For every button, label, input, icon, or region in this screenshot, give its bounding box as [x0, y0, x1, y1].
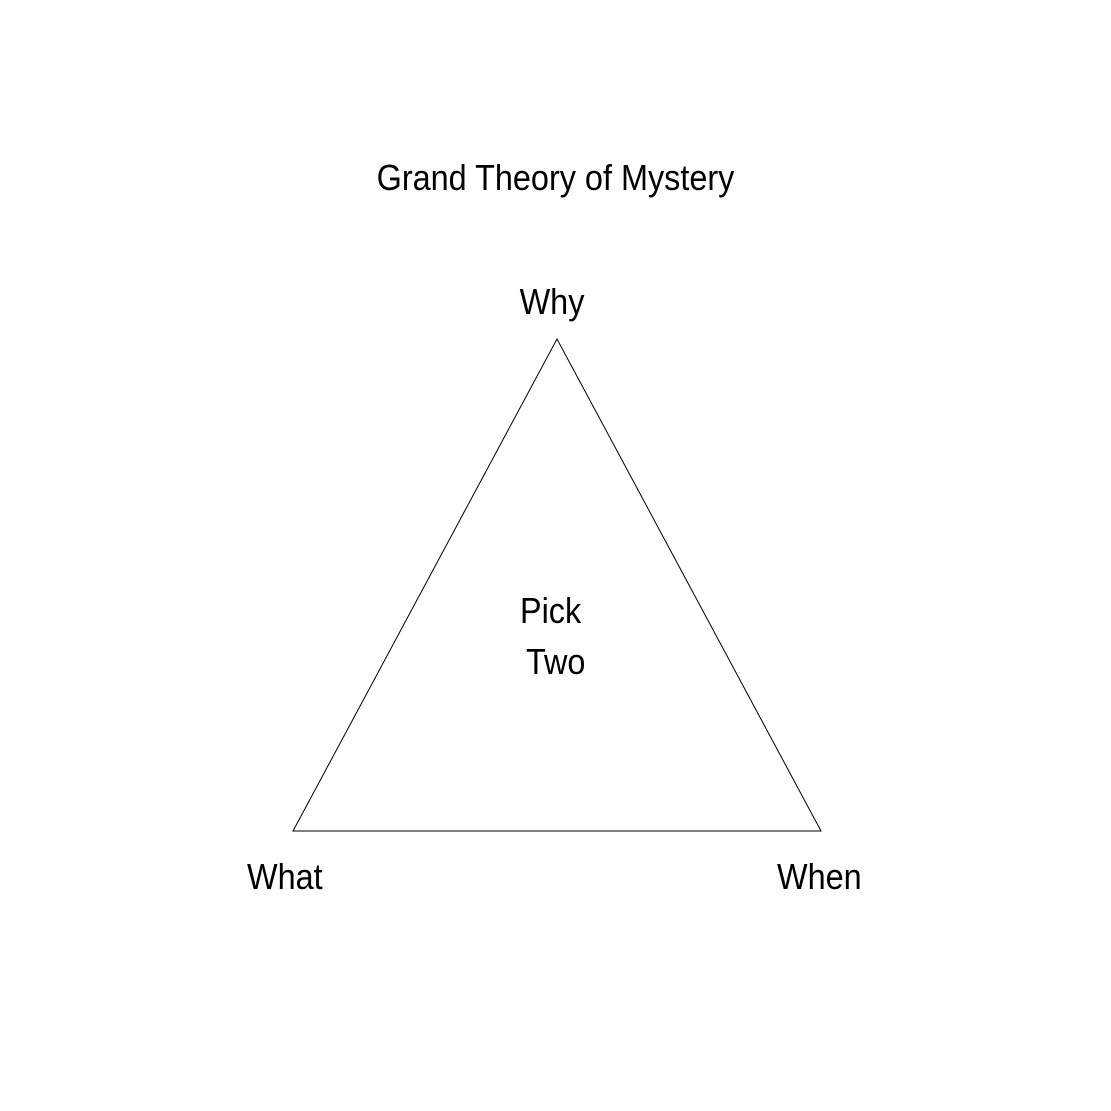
triangle-shape — [292, 337, 822, 832]
vertex-label-when: When — [777, 856, 862, 897]
center-text-line-2: Two — [526, 641, 586, 682]
diagram-title: Grand Theory of Mystery — [376, 157, 735, 198]
center-text-line-1: Pick — [520, 590, 582, 631]
vertex-label-what: What — [247, 856, 323, 897]
vertex-label-why: Why — [519, 281, 585, 322]
